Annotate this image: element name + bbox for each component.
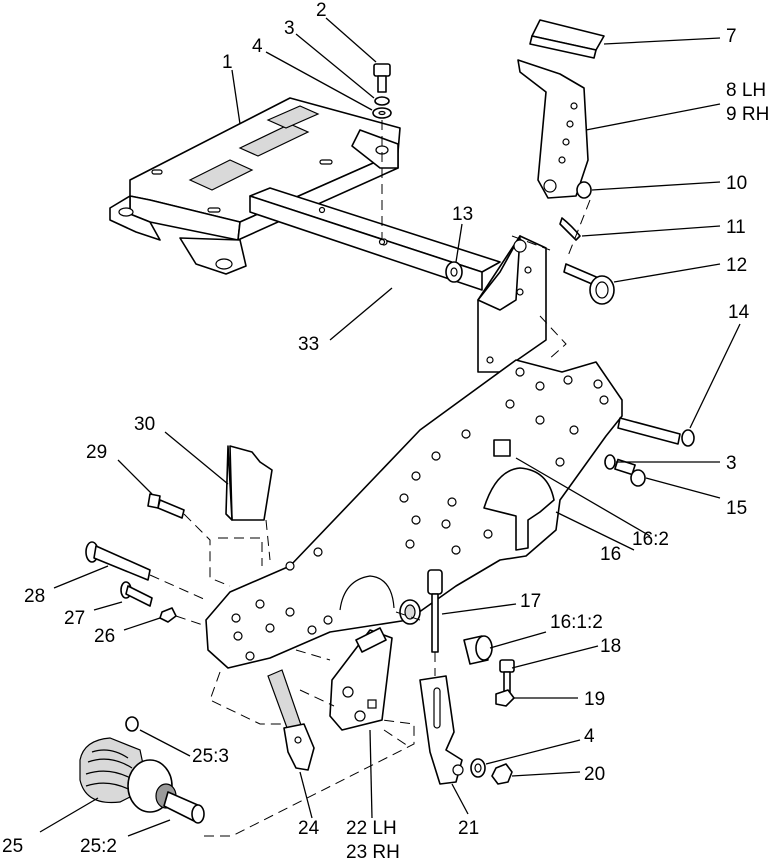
washer-4b-hole xyxy=(474,763,482,773)
guide-29 xyxy=(183,513,231,587)
label-30: 30 xyxy=(134,414,155,435)
washer-4-hole xyxy=(378,110,386,116)
bolt-27 xyxy=(120,581,153,607)
label-25-3: 25:3 xyxy=(192,746,229,767)
plate-tab-16-2 xyxy=(493,439,511,457)
label-14: 14 xyxy=(728,302,750,323)
nut-26 xyxy=(159,607,177,623)
label-2: 2 xyxy=(316,0,327,21)
label-19: 19 xyxy=(584,689,605,710)
label-24: 24 xyxy=(298,818,320,839)
lock-washer-3 xyxy=(374,96,390,106)
pedal-arm xyxy=(517,59,589,199)
label-9-rh: 9 RH xyxy=(726,104,769,125)
mounting-plate xyxy=(109,97,401,275)
label-22-lh: 22 LH xyxy=(346,818,397,839)
pivot-bracket xyxy=(477,235,547,373)
side-plate-holes xyxy=(231,367,609,661)
label-25-2: 25:2 xyxy=(80,836,117,857)
bolt-15 xyxy=(614,458,646,487)
label-15: 15 xyxy=(726,498,747,519)
label-25: 25 xyxy=(2,836,23,857)
nut-20 xyxy=(491,763,513,785)
label-10: 10 xyxy=(726,173,747,194)
lever-21 xyxy=(419,675,464,785)
bolt-28 xyxy=(85,541,151,581)
label-33: 33 xyxy=(298,334,319,355)
label-26: 26 xyxy=(94,626,115,647)
label-3-right: 3 xyxy=(726,453,737,474)
label-3-top: 3 xyxy=(284,18,295,39)
label-12: 12 xyxy=(726,255,747,276)
label-28: 28 xyxy=(24,586,45,607)
bolt-2 xyxy=(373,63,391,93)
label-17: 17 xyxy=(520,591,541,612)
label-18: 18 xyxy=(600,636,621,657)
label-4-bottom: 4 xyxy=(584,726,595,747)
bolt-14 xyxy=(617,417,695,447)
label-13: 13 xyxy=(452,204,473,225)
label-4-top: 4 xyxy=(252,36,263,57)
handle-24 xyxy=(267,669,315,771)
fitting-25-3 xyxy=(125,716,139,732)
guide-27 xyxy=(175,615,207,627)
leader-lines xyxy=(39,17,741,837)
label-8-lh: 8 LH xyxy=(726,80,766,101)
label-11: 11 xyxy=(726,217,746,238)
hairpin-11 xyxy=(559,217,581,241)
clevis-pin-12 xyxy=(563,263,615,305)
guide-28 xyxy=(149,574,207,601)
actuator-25 xyxy=(79,737,205,824)
bracket-30 xyxy=(225,445,273,521)
label-29: 29 xyxy=(86,442,107,463)
label-27: 27 xyxy=(64,608,85,629)
bolt-29 xyxy=(147,493,185,519)
main-side-plate xyxy=(205,359,623,669)
label-16: 16 xyxy=(600,544,621,565)
tube-hole xyxy=(378,238,386,246)
bracket-22-23 xyxy=(329,627,393,731)
label-21: 21 xyxy=(458,818,479,839)
lock-washer-3b xyxy=(604,454,616,470)
label-23-rh: 23 RH xyxy=(346,842,400,863)
label-16-1-2: 16:1:2 xyxy=(550,612,603,633)
label-1: 1 xyxy=(222,52,233,73)
cross-tube xyxy=(249,187,501,291)
label-20: 20 xyxy=(584,764,605,785)
bolt-18 xyxy=(499,659,515,693)
label-16-2: 16:2 xyxy=(632,529,669,550)
nut-19 xyxy=(495,689,515,707)
bushing-10 xyxy=(576,181,592,199)
assembly-guide-lines xyxy=(204,199,591,837)
bolt-17 xyxy=(427,569,443,653)
guide-30 xyxy=(265,519,271,561)
pedal-pad xyxy=(529,19,605,59)
spacer-13 xyxy=(445,261,463,283)
label-7: 7 xyxy=(726,26,737,47)
